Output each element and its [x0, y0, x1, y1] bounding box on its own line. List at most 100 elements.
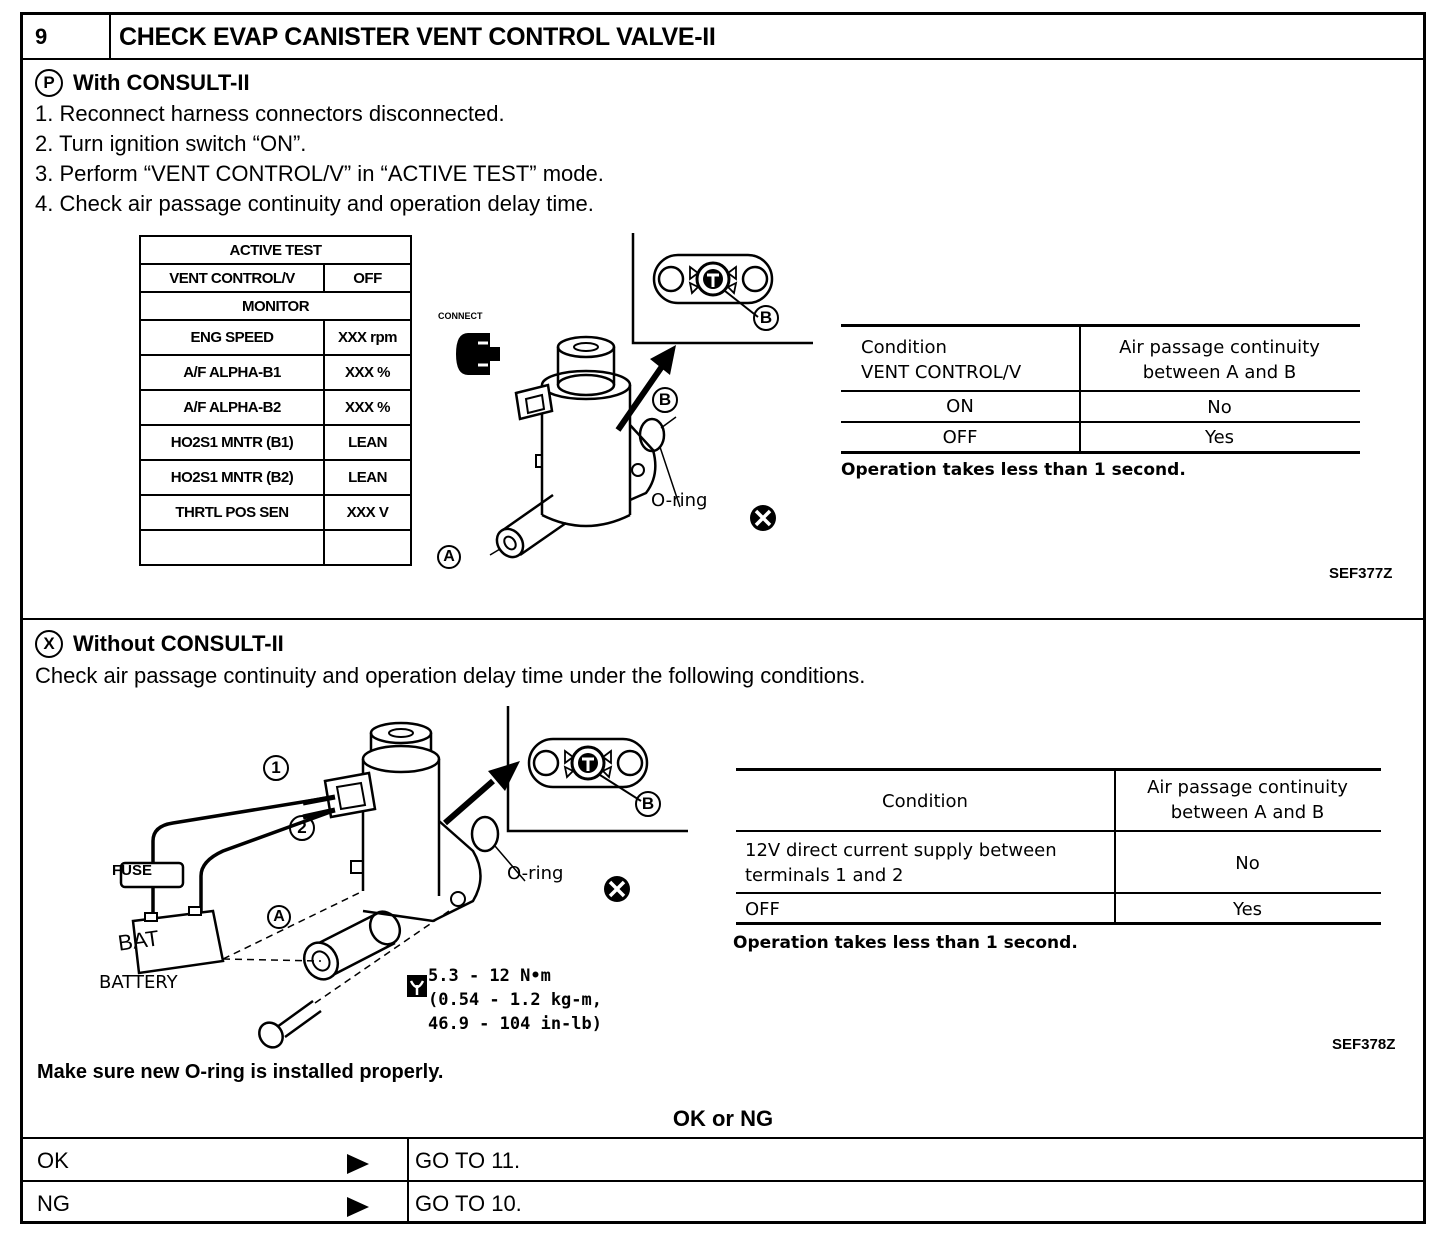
figure-code: SEF377Z: [1329, 565, 1393, 582]
replace-part-icon: [604, 876, 630, 902]
table2-header-rule: [736, 830, 1381, 832]
torque-spec-1: 5.3 - 12 N•m: [428, 966, 551, 986]
monitor-item-name: HO2S1 MNTR (B1): [139, 424, 325, 461]
page-title: CHECK EVAP CANISTER VENT CONTROL VALVE-I…: [119, 23, 716, 51]
arrow-right-icon: [347, 1197, 369, 1217]
procedure-frame: 9 CHECK EVAP CANISTER VENT CONTROL VALVE…: [20, 12, 1426, 1224]
detail-port-b-label: B: [753, 305, 779, 331]
monitor-item-value: LEAN: [323, 459, 412, 496]
table1-cell: ON: [946, 396, 974, 417]
operation-note: Operation takes less than 1 second.: [841, 460, 1186, 480]
monitor-item-name: A/F ALPHA-B2: [139, 389, 325, 426]
terminal-2-label: 2: [289, 815, 315, 841]
table2-bottom-rule: [736, 922, 1381, 925]
figure-code: SEF378Z: [1332, 1036, 1396, 1053]
step-3: 3. Perform “VENT CONTROL/V” in “ACTIVE T…: [35, 161, 604, 186]
result-top-rule: [23, 1137, 1423, 1139]
table1-top-rule: [841, 324, 1360, 327]
torque-spec-3: 46.9 - 104 in-lb): [428, 1014, 602, 1034]
table1-cell: OFF: [942, 427, 978, 448]
replace-part-icon: [750, 505, 776, 531]
result-ok-action[interactable]: GO TO 11.: [415, 1148, 521, 1173]
table2-header-between: between A and B: [1170, 802, 1325, 823]
monitor-item-name: A/F ALPHA-B1: [139, 354, 325, 391]
step-2: 2. Turn ignition switch “ON”.: [35, 131, 307, 156]
monitor-item-name: THRTL POS SEN: [139, 494, 325, 531]
vent-control-value: OFF: [323, 263, 412, 293]
result-ok-label: OK: [37, 1148, 69, 1173]
section-divider: [23, 618, 1423, 620]
table1-row-rule: [841, 421, 1360, 423]
consult-icon: P: [35, 69, 63, 97]
table2-cell: OFF: [745, 899, 780, 920]
monitor-item-value: XXX %: [323, 389, 412, 426]
header-divider: [109, 15, 111, 59]
torque-spec-2: (0.54 - 1.2 kg-m,: [428, 990, 602, 1010]
table1-header-condition: Condition: [861, 337, 947, 358]
table1-header-vent: VENT CONTROL/V: [861, 362, 1022, 383]
table2-header-condition: Condition: [882, 791, 968, 812]
active-test-title: ACTIVE TEST: [139, 235, 412, 265]
without-consult-instruction: Check air passage continuity and operati…: [35, 663, 866, 688]
table2-row-rule: [736, 892, 1381, 894]
connect-label: CONNECT: [438, 311, 483, 321]
valve-port-detail-icon: [527, 737, 649, 802]
vent-valve-battery-diagram: [119, 706, 688, 1049]
vent-valve-diagram: [456, 233, 813, 559]
no-consult-icon: X: [35, 630, 63, 658]
fuse-label: FUSE: [111, 862, 152, 879]
table2-cell: terminals 1 and 2: [745, 865, 904, 886]
detail-port-b-label: B: [635, 791, 661, 817]
vent-control-valve-icon: [302, 721, 482, 981]
step-number: 9: [35, 24, 48, 49]
monitor-item-name: HO2S1 MNTR (B2): [139, 459, 325, 496]
table1-header-rule: [841, 390, 1360, 392]
vent-control-valve-icon: [495, 335, 657, 559]
torque-wrench-icon: [407, 975, 427, 997]
monitor-item-name: [139, 529, 325, 566]
arrow-right-icon: [347, 1154, 369, 1174]
monitor-item-value: XXX V: [323, 494, 412, 531]
table1-cell: No: [1207, 397, 1232, 418]
table2-cell: 12V direct current supply between: [745, 840, 1057, 861]
harness-connector-icon: [456, 333, 500, 375]
active-test-panel: ACTIVE TEST VENT CONTROL/V OFF MONITOR E…: [139, 235, 412, 566]
table2-col-rule: [1114, 771, 1116, 923]
port-a-label: A: [267, 905, 291, 929]
step-1: 1. Reconnect harness connectors disconne…: [35, 101, 505, 126]
table1-header-continuity: Air passage continuity: [1119, 337, 1320, 358]
fuse-icon: [119, 861, 185, 889]
port-a-label: A: [437, 545, 461, 569]
monitor-item-value: XXX rpm: [323, 319, 412, 356]
monitor-item-value: [323, 529, 412, 566]
terminal-1-label: 1: [263, 755, 289, 781]
result-ng-label: NG: [37, 1191, 70, 1216]
vent-control-label: VENT CONTROL/V: [139, 263, 325, 293]
monitor-item-name: ENG SPEED: [139, 319, 325, 356]
o-ring-warning: Make sure new O-ring is installed proper…: [37, 1061, 444, 1083]
table2-top-rule: [736, 768, 1381, 771]
o-ring-icon: [470, 815, 500, 853]
table1-col-rule: [1079, 327, 1081, 452]
table1-header-between: between A and B: [1142, 362, 1297, 383]
o-ring-icon: [638, 417, 666, 453]
operation-note: Operation takes less than 1 second.: [733, 933, 1078, 953]
with-consult-heading: With CONSULT-II: [73, 70, 250, 95]
header-rule: [23, 58, 1423, 60]
result-title: OK or NG: [672, 1106, 774, 1131]
monitor-item-value: XXX %: [323, 354, 412, 391]
bolt-icon: [258, 910, 450, 1049]
battery-label: BATTERY: [99, 972, 178, 993]
monitor-label: MONITOR: [139, 291, 412, 321]
table1-bottom-rule: [841, 451, 1360, 454]
battery-icon: [131, 906, 225, 975]
result-col-rule: [407, 1137, 409, 1224]
table1-cell: Yes: [1204, 427, 1235, 448]
without-consult-heading: Without CONSULT-II: [73, 631, 284, 656]
result-ng-action[interactable]: GO TO 10.: [415, 1191, 522, 1216]
o-ring-label: O-ring: [651, 490, 708, 511]
valve-port-detail-icon: [652, 253, 774, 318]
port-b-label: B: [652, 387, 678, 413]
table2-header-continuity: Air passage continuity: [1147, 777, 1348, 798]
table2-cell: Yes: [1232, 899, 1263, 920]
